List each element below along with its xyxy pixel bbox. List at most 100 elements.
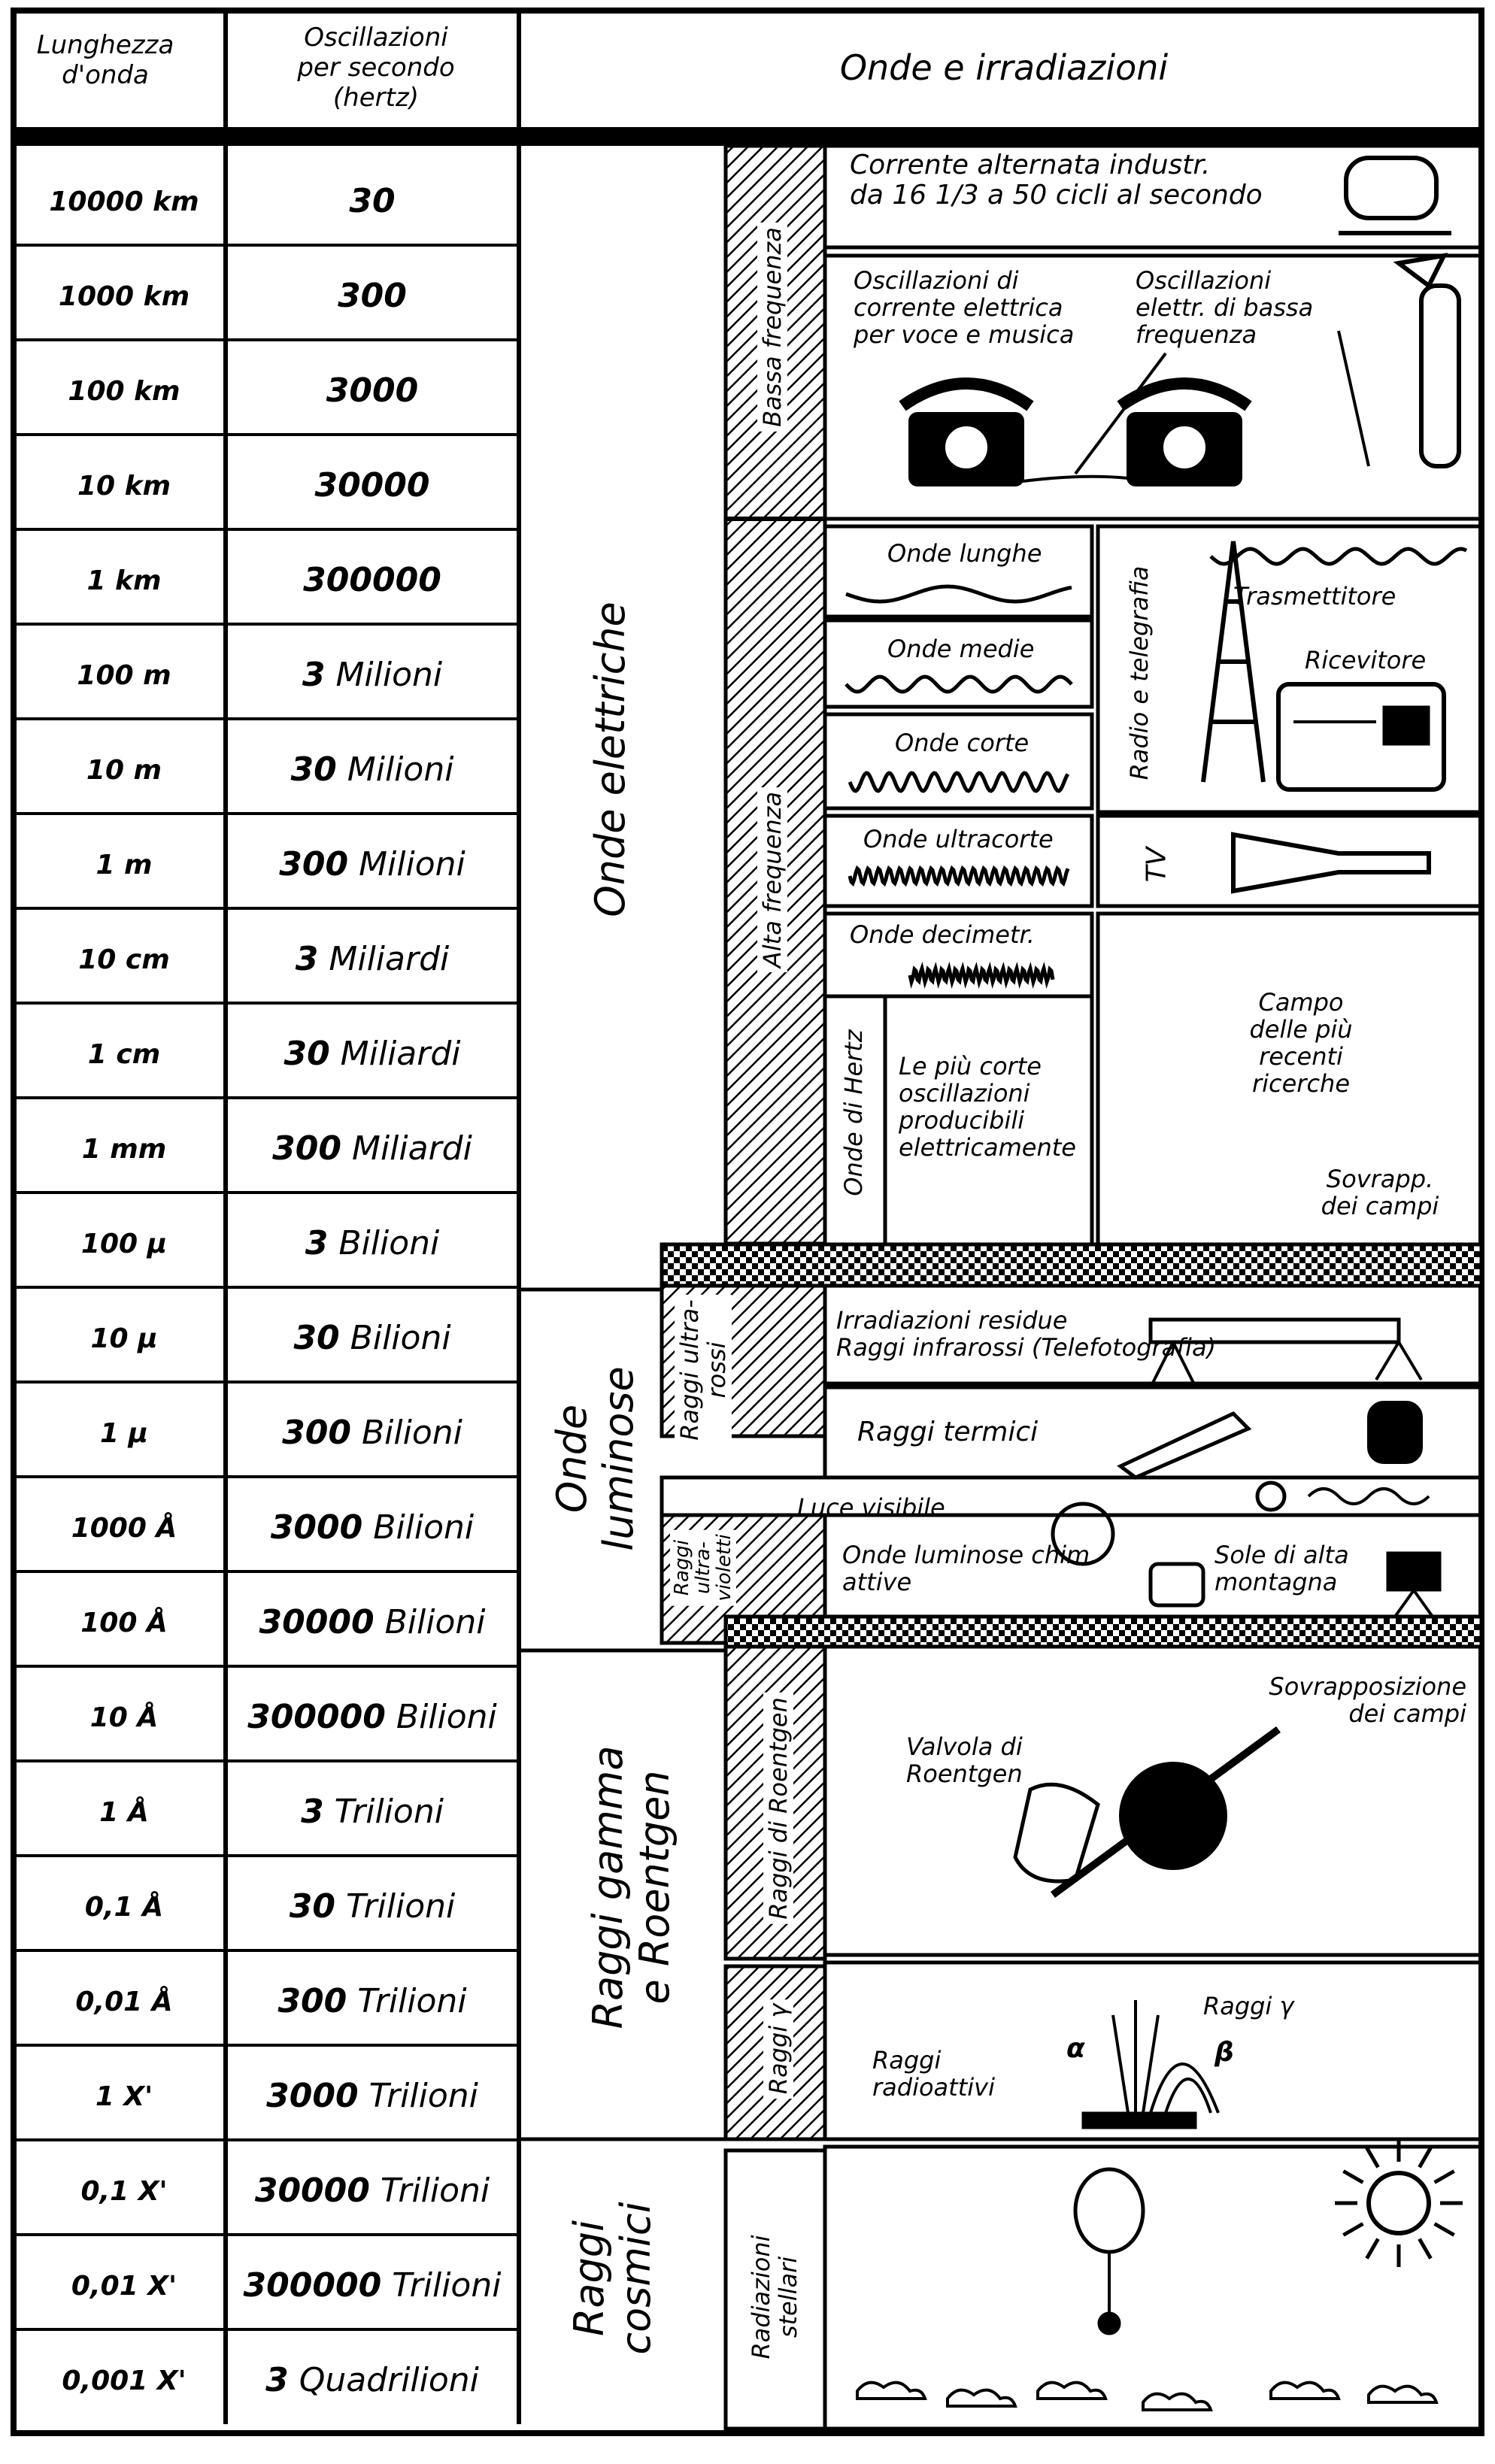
tv-tube-icon <box>1231 832 1431 894</box>
frequency-number: 30 <box>289 1887 335 1926</box>
frequency-unit: Trilioni <box>369 2172 490 2210</box>
wavelength-label: 1 mm <box>81 1134 167 1165</box>
wavelength-label: 0,1 X' <box>80 2176 168 2207</box>
label-campo-line1: Campo <box>1258 988 1344 1017</box>
panel-onde-medie <box>823 618 1094 709</box>
frequency-label: 300 Miliardi <box>233 1129 511 1168</box>
label-corrente-line1: Corrente alternata industr. <box>850 150 1211 180</box>
frequency-unit: Trilioni <box>358 2077 478 2115</box>
frequency-label: 3 Milioni <box>233 656 511 694</box>
group-onde-luminose: Onde luminose <box>548 1366 642 1550</box>
panel-cosmici <box>823 2144 1484 2431</box>
sun-ray-icon <box>1342 2169 1364 2184</box>
label-radioattivi-line1: Raggi <box>872 2046 942 2075</box>
label-onde-ultracorte: Onde ultracorte <box>863 825 1054 853</box>
panel-tv <box>1096 814 1484 908</box>
frequency-unit: Trilioni <box>381 2266 502 2305</box>
frequency-unit: Bilioni <box>374 1603 486 1641</box>
panel-radioattivi <box>823 1960 1484 2141</box>
label-sole-alta-montagna: Sole di alta montagna <box>1214 1541 1349 1596</box>
label-onde-corte: Onde corte <box>895 729 1030 757</box>
frequency-number: 300000 <box>243 2266 382 2305</box>
header-frequency-line3: (hertz) <box>332 83 420 113</box>
strip-raggi-ultrarossi-line2: rossi <box>702 1341 731 1399</box>
frequency-number: 300 <box>277 1982 347 2020</box>
frequency-label: 3000 Bilioni <box>233 1508 511 1547</box>
frequency-label: 300 <box>233 277 511 315</box>
label-luce-visibile: Luce visibile <box>797 1493 945 1522</box>
motor-icon <box>1344 156 1439 220</box>
frequency-number: 3 <box>305 1224 329 1262</box>
label-voce-line2: corrente elettrica <box>854 293 1063 322</box>
label-sovrapp-campi-1: Sovrapp. dei campi <box>1312 1165 1448 1220</box>
cloud-icon <box>1367 2384 1439 2404</box>
label-trasmettitore: Trasmettitore <box>1233 582 1396 611</box>
frequency-number: 300000 <box>247 1698 386 1736</box>
frequency-label: 3 Trilioni <box>233 1793 511 1831</box>
arrow-icon <box>1337 330 1370 467</box>
group-raggi-gamma: Raggi gamma e Roentgen <box>584 1746 678 2029</box>
panel-roentgen <box>823 1644 1484 1957</box>
frequency-label: 30 Bilioni <box>233 1319 511 1357</box>
frequency-unit: Bilioni <box>339 1319 451 1357</box>
frequency-number: 300 <box>282 1414 351 1452</box>
frequency-label: 300000 <box>233 561 511 599</box>
uv-lamp-icon <box>1051 1502 1115 1566</box>
balloon-gondola-icon <box>1097 2311 1121 2335</box>
header-frequency-line2: per secondo <box>297 53 455 83</box>
frequency-number: 3 <box>295 940 319 978</box>
label-onde-medie: Onde medie <box>887 635 1035 663</box>
wavelength-label: 0,1 Å <box>84 1892 164 1923</box>
strip-raggi-ultravioletti-line3: violetti <box>713 1534 735 1602</box>
wavelength-label: 0,01 Å <box>75 1987 173 2017</box>
wavelength-label: 10000 km <box>49 186 199 217</box>
cable-icon <box>1307 1487 1430 1505</box>
telephone-dial-icon <box>942 423 990 471</box>
frequency-label: 30000 <box>233 466 511 505</box>
wavelength-label: 1 μ <box>99 1418 149 1449</box>
group-onde-luminose-line1: Onde <box>548 1404 596 1514</box>
frequency-unit: Milioni <box>336 750 454 789</box>
radio-dial-icon <box>1382 705 1430 746</box>
strip-raggi-ultravioletti: Raggi ultra- violetti <box>670 1529 736 1606</box>
arrow-icon <box>1022 352 1167 483</box>
frequency-number: 3000 <box>270 1508 363 1547</box>
strip-hatch-gamma <box>723 1964 827 2141</box>
wavelength-label: 10 cm <box>78 944 170 975</box>
label-campo-line3: recenti <box>1259 1042 1343 1071</box>
frequency-unit: Milioni <box>348 845 465 883</box>
label-valvola-line2: Roentgen <box>906 1759 1023 1788</box>
label-onde-chim-attive: Onde luminose chim. attive <box>842 1541 1097 1596</box>
label-piu-corte-line1: Le più corte <box>899 1052 1042 1080</box>
frequency-number: 30000 <box>259 1603 375 1641</box>
frequency-label: 300 Trilioni <box>233 1982 511 2020</box>
label-piu-corte-line4: elettricamente <box>899 1133 1076 1162</box>
xray-tube-axis-icon <box>1051 1726 1281 1899</box>
wavelength-label: 0,01 X' <box>71 2271 177 2302</box>
label-sovrapp2-line2: dei campi <box>1348 1699 1466 1728</box>
frequency-number: 300 <box>272 1129 341 1168</box>
frequency-label: 300 Milioni <box>233 845 511 883</box>
wavelength-label: 10 Å <box>89 1702 159 1733</box>
wave-ultracorte-icon <box>848 865 1070 887</box>
group-raggi-cosmici: Raggi cosmici <box>566 2202 660 2354</box>
telescope-icon <box>1148 1317 1401 1344</box>
frequency-number: 30 <box>349 182 396 220</box>
wavelength-label: 1 cm <box>87 1039 161 1070</box>
radiation-rays-icon <box>1111 2000 1220 2114</box>
label-sovrapp2-line1: Sovrapposizione <box>1269 1672 1466 1701</box>
label-piu-corte: Le più corte oscillazioni producibili el… <box>899 1053 1076 1161</box>
panel-onde-ultracorte <box>823 814 1094 908</box>
frequency-unit: Trilioni <box>347 1982 467 2020</box>
header-wavelength-line2: d'onda <box>62 60 149 90</box>
label-sovrapp1-line1: Sovrapp. <box>1326 1165 1434 1193</box>
frequency-label: 3000 <box>233 371 511 410</box>
sun-icon <box>1366 2171 1431 2235</box>
frequency-number: 3000 <box>326 371 419 410</box>
sun-ray-icon <box>1418 2147 1433 2169</box>
frequency-number: 30 <box>290 750 337 789</box>
frequency-number: 3 <box>302 656 326 694</box>
heat-bar-icon <box>1117 1411 1252 1480</box>
label-residue-line2: Raggi infrarossi <box>836 1333 1024 1362</box>
